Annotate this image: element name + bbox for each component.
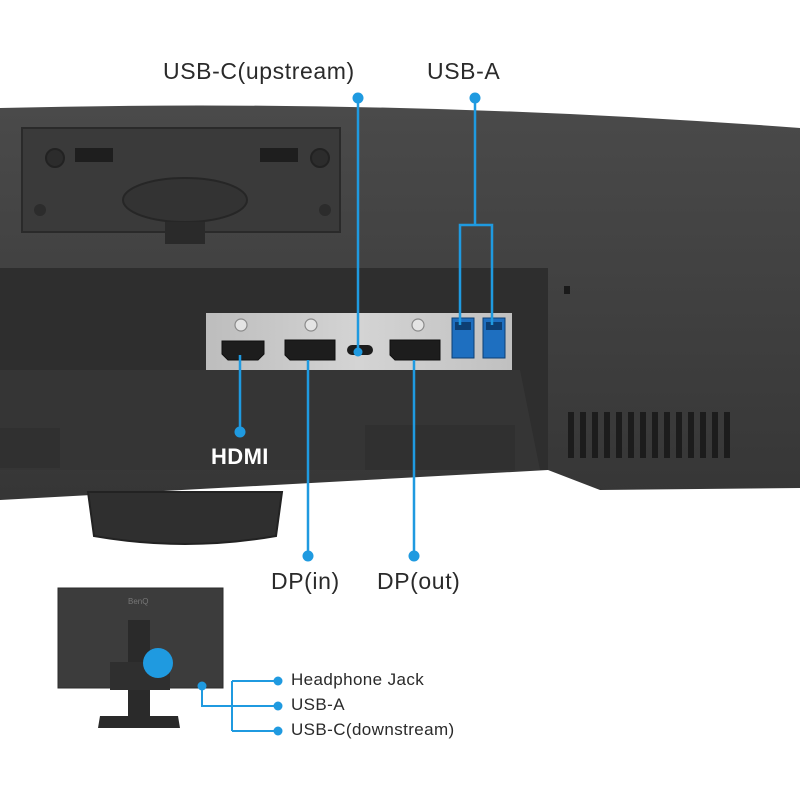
recess-rib <box>365 425 515 470</box>
stand-neck <box>86 491 284 545</box>
label-hdmi: HDMI <box>211 444 269 469</box>
inset-highlight-area <box>143 648 173 678</box>
mount-screw-left <box>45 148 65 168</box>
vent-grille <box>568 412 730 458</box>
inset-callouts <box>201 680 276 732</box>
label-usb-a: USB-A <box>427 58 501 84</box>
callout-dots <box>234 92 481 562</box>
stand-hub <box>122 177 248 223</box>
inset-callout-dots <box>197 676 283 736</box>
dp-in-port <box>284 339 336 361</box>
label-dp-out: DP(out) <box>377 568 461 594</box>
callout-lines <box>238 98 494 556</box>
stand-hub-lock <box>165 222 205 244</box>
mount-screw-bl <box>34 204 46 216</box>
label-inset-usb-a: USB-A <box>291 695 345 714</box>
inset-monitor: BenQ <box>57 587 224 728</box>
inset-brand-logo: BenQ <box>128 597 148 606</box>
mount-screw-right <box>310 148 330 168</box>
dp-out-port <box>389 339 441 361</box>
label-usb-c-upstream: USB-C(upstream) <box>163 58 355 84</box>
mount-slot-left <box>75 148 113 162</box>
mount-slot-right <box>260 148 298 162</box>
label-dp-in: DP(in) <box>271 568 340 594</box>
kensington-slot <box>564 286 570 294</box>
panel-screws <box>234 318 425 332</box>
inset-stand-base <box>98 716 180 728</box>
mount-screw-br <box>319 204 331 216</box>
recess-rib-left <box>0 428 60 468</box>
label-usb-c-downstream: USB-C(downstream) <box>291 720 455 739</box>
hdmi-port <box>221 340 265 361</box>
label-headphone-jack: Headphone Jack <box>291 670 425 689</box>
